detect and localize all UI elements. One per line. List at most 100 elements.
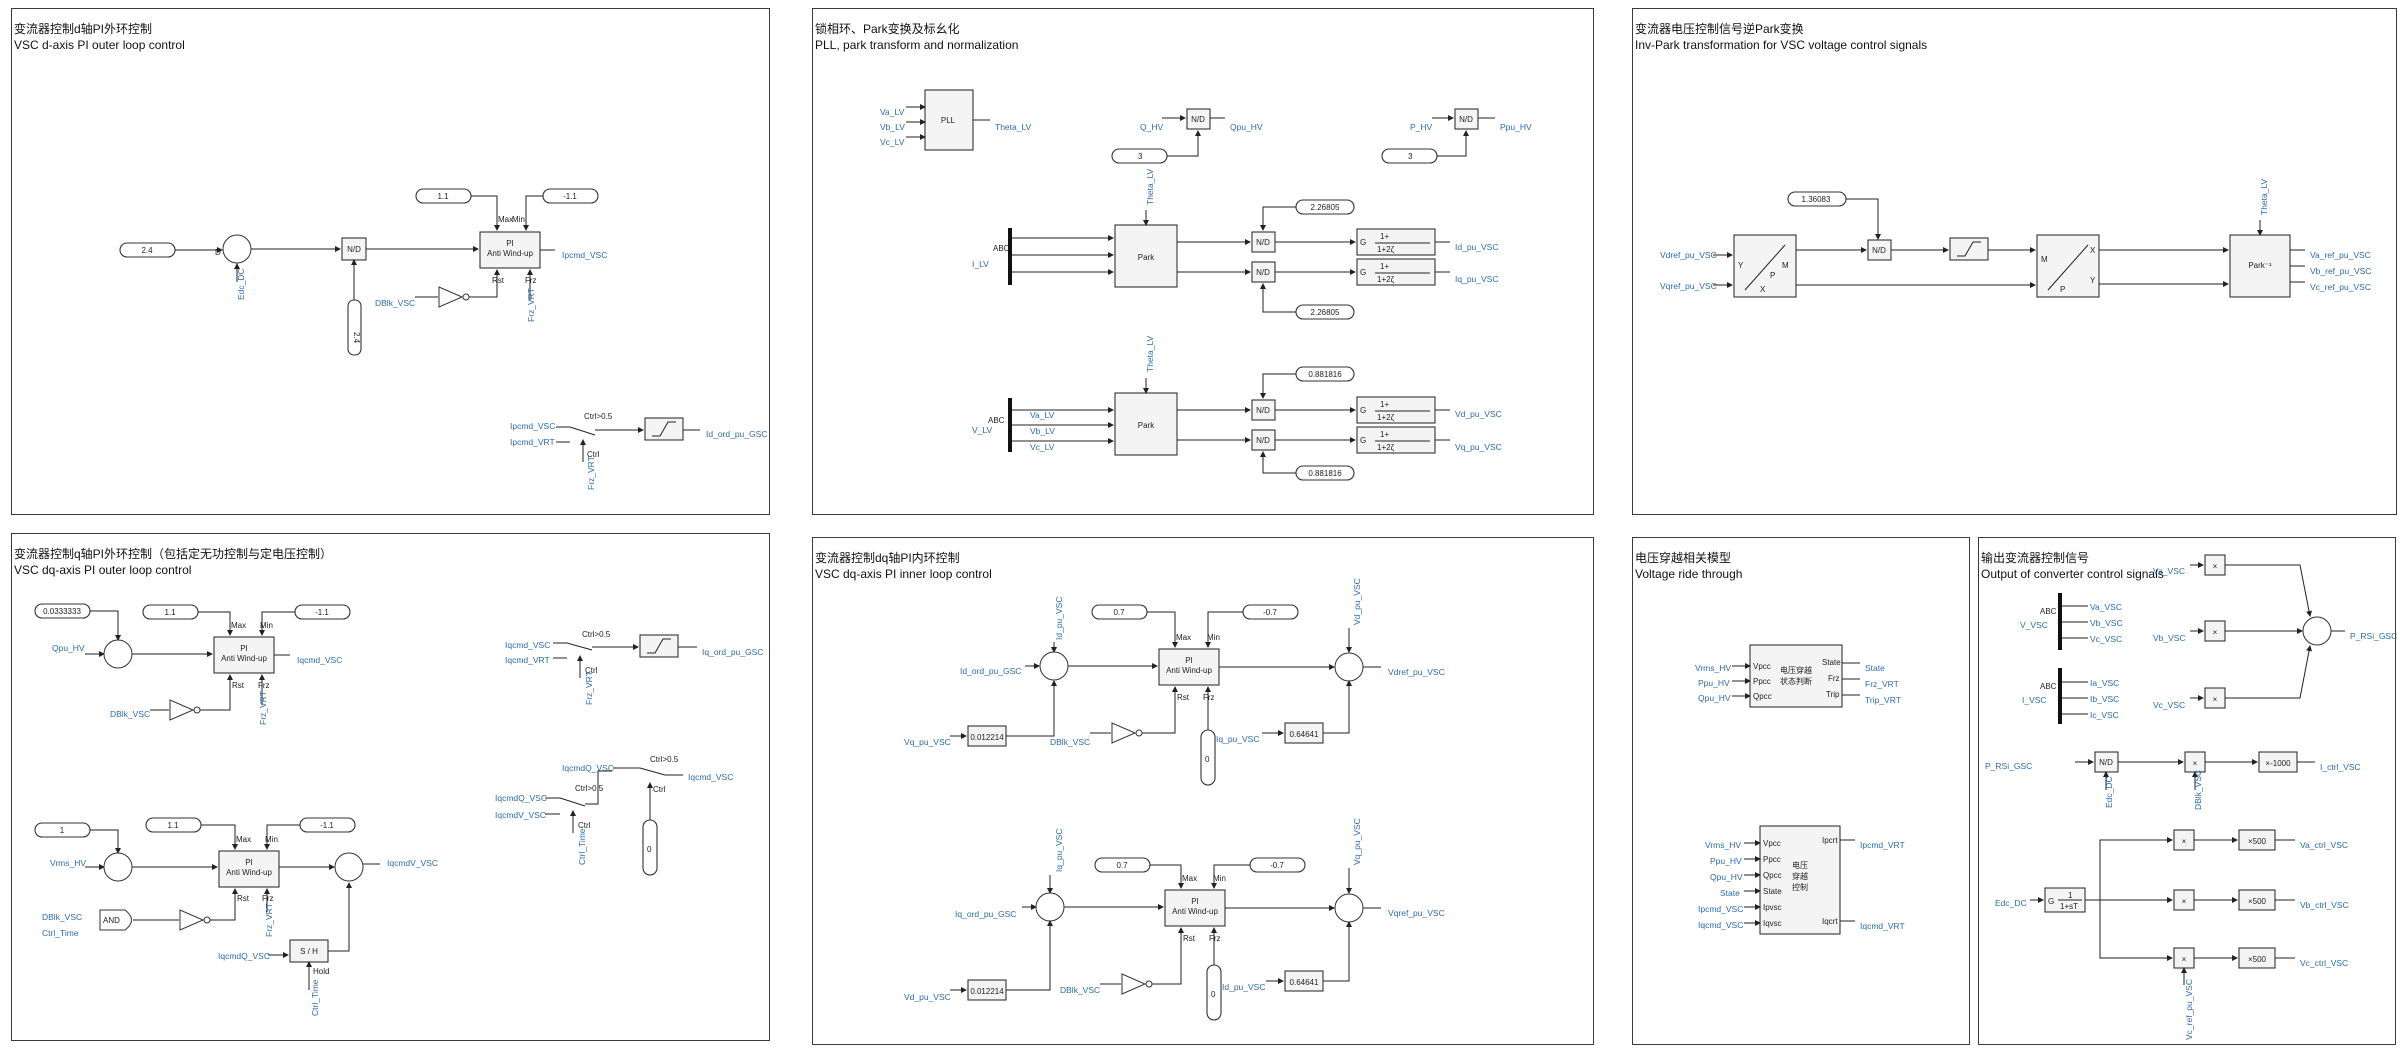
tf-numerator: 1+: [1380, 400, 1389, 409]
const-block[interactable]: [1200, 729, 1216, 786]
summing-junction[interactable]: [103, 639, 133, 669]
signal-label: Iqcmd_VSC: [1698, 920, 1743, 930]
signal-label: IqcmdV_VSC: [387, 858, 438, 868]
port-label: Qpcc: [1763, 871, 1782, 880]
port-label: Rst: [1177, 693, 1190, 702]
pi-antiwindup-block[interactable]: [1164, 889, 1226, 927]
signal-label: P_RSi_GSC: [1985, 761, 2032, 771]
not-gate[interactable]: [179, 909, 205, 931]
switch-condition: Ctrl>0.5: [584, 412, 613, 421]
switch-contact[interactable]: [639, 767, 666, 776]
block-label: G: [1360, 268, 1366, 277]
block-label: Park: [1138, 253, 1155, 262]
p4-diagram: 0.0333333 Qpu_HV PI Anti Wind-up 1.1 Max…: [34, 603, 763, 1016]
port-label: ABC: [993, 244, 1010, 253]
xy-to-polar-block[interactable]: [1733, 234, 1797, 298]
and-gate[interactable]: [99, 909, 132, 931]
switch-contact[interactable]: [569, 426, 596, 436]
block-label: Park⁻¹: [2248, 261, 2272, 270]
vrt-state-block[interactable]: [1749, 644, 1843, 708]
summing-junction[interactable]: [334, 852, 364, 882]
const-block[interactable]: [1206, 964, 1222, 1021]
summing-junction[interactable]: [1334, 893, 1364, 923]
signal-label: V_LV: [972, 425, 992, 435]
summing-junction[interactable]: [222, 234, 252, 264]
switch-contact[interactable]: [559, 797, 586, 807]
park-transform-block[interactable]: [1114, 224, 1178, 288]
pi-antiwindup-block[interactable]: [218, 850, 280, 888]
panel-title-cn: 锁相环、Park变换及标幺化: [815, 22, 960, 36]
not-gate[interactable]: [1111, 722, 1137, 744]
summing-junction[interactable]: [103, 852, 133, 882]
signal-label: Vb_ctrl_VSC: [2300, 900, 2349, 910]
signal-label: Frz_VRT: [526, 288, 536, 322]
port-label: X: [2090, 246, 2096, 255]
signal-label: Theta_LV: [2259, 178, 2269, 215]
panel-title-cn: 变流器控制dq轴PI内环控制: [815, 551, 960, 565]
port-label: Y: [1738, 261, 1744, 270]
panel-title-en: VSC d-axis PI outer loop control: [14, 38, 185, 52]
signal-label: Vd_pu_VSC: [1455, 409, 1502, 419]
const-value: 0: [1211, 990, 1216, 999]
summing-junction[interactable]: [1035, 892, 1065, 922]
signal-label: Ipcmd_VSC: [510, 421, 555, 431]
const-block[interactable]: [642, 819, 658, 876]
signal-label: Ic_VSC: [2090, 710, 2119, 720]
const-value: 1.1: [437, 192, 449, 201]
summing-junction[interactable]: [2302, 616, 2332, 646]
panel-title-en: Voltage ride through: [1635, 567, 1743, 581]
vrt-control-block[interactable]: [1759, 825, 1841, 935]
transfer-function-block[interactable]: [1356, 228, 1436, 256]
not-gate[interactable]: [169, 699, 195, 721]
signal-label: IqcmdQ_VSC: [495, 793, 547, 803]
not-gate[interactable]: [438, 286, 464, 308]
pll-block[interactable]: [924, 89, 974, 151]
block-label: ×: [2182, 837, 2187, 846]
const-value: 2.4: [352, 332, 361, 344]
nd-divider-block[interactable]: [1454, 108, 1479, 130]
signal-label: DBlk_VSC: [1050, 737, 1090, 747]
const-block[interactable]: [347, 299, 362, 356]
signal-label: Edc_DC: [1995, 898, 2027, 908]
signal-label: Vb_VSC: [2153, 633, 2186, 643]
signal-label: Id_pu_VSC: [1455, 242, 1498, 252]
inverse-park-block[interactable]: [2229, 234, 2291, 298]
signal-label: Iqcmd_VSC: [688, 772, 733, 782]
port-label: State: [1822, 658, 1841, 667]
block-label: N/D: [1256, 406, 1270, 415]
signal-label: Va_LV: [880, 107, 905, 117]
summing-junction[interactable]: [1039, 651, 1069, 681]
panel-title-cn: 电压穿越相关模型: [1635, 551, 1732, 565]
const-value: 0.0333333: [43, 607, 81, 616]
block-label: ×500: [2248, 837, 2267, 846]
block-label: ×: [2213, 628, 2218, 637]
polar-to-xy-block[interactable]: [2036, 234, 2100, 298]
not-gate[interactable]: [1121, 973, 1147, 995]
panel-title-en: PLL, park transform and normalization: [815, 38, 1019, 52]
transfer-function-block[interactable]: [1356, 258, 1436, 286]
block-label: PI: [506, 239, 514, 248]
transfer-function-block[interactable]: [1356, 396, 1436, 424]
switch-contact[interactable]: [566, 642, 593, 651]
pi-antiwindup-block[interactable]: [1158, 648, 1220, 686]
tf-denominator: 1+sT: [2060, 902, 2078, 911]
port-label: Iqcrt: [1822, 917, 1838, 926]
nd-divider-block[interactable]: [1186, 108, 1211, 130]
signal-label: Vq_pu_VSC: [1352, 818, 1362, 865]
signal-label: Id_pu_VSC: [1222, 982, 1265, 992]
block-label: ×: [2182, 897, 2187, 906]
signal-label: Ipcmd_VSC: [1698, 904, 1743, 914]
block-label: PI: [1191, 897, 1199, 906]
port-label: Frz: [1209, 934, 1221, 943]
signal-label: Iq_ord_pu_GSC: [702, 647, 763, 657]
summing-junction[interactable]: [1334, 652, 1364, 682]
block-sublabel: Anti Wind-up: [487, 249, 533, 258]
port-label: Ctrl: [587, 450, 600, 459]
signal-label: DBlk_VSC: [42, 912, 82, 922]
switch-condition: Ctrl>0.5: [650, 755, 679, 764]
pi-antiwindup-block[interactable]: [213, 636, 275, 674]
const-value: 1.36083: [1802, 195, 1831, 204]
panel-title-en: Inv-Park transformation for VSC voltage …: [1635, 38, 1928, 52]
transfer-function-block[interactable]: [1356, 426, 1436, 454]
block-label: ×: [2193, 759, 2198, 768]
